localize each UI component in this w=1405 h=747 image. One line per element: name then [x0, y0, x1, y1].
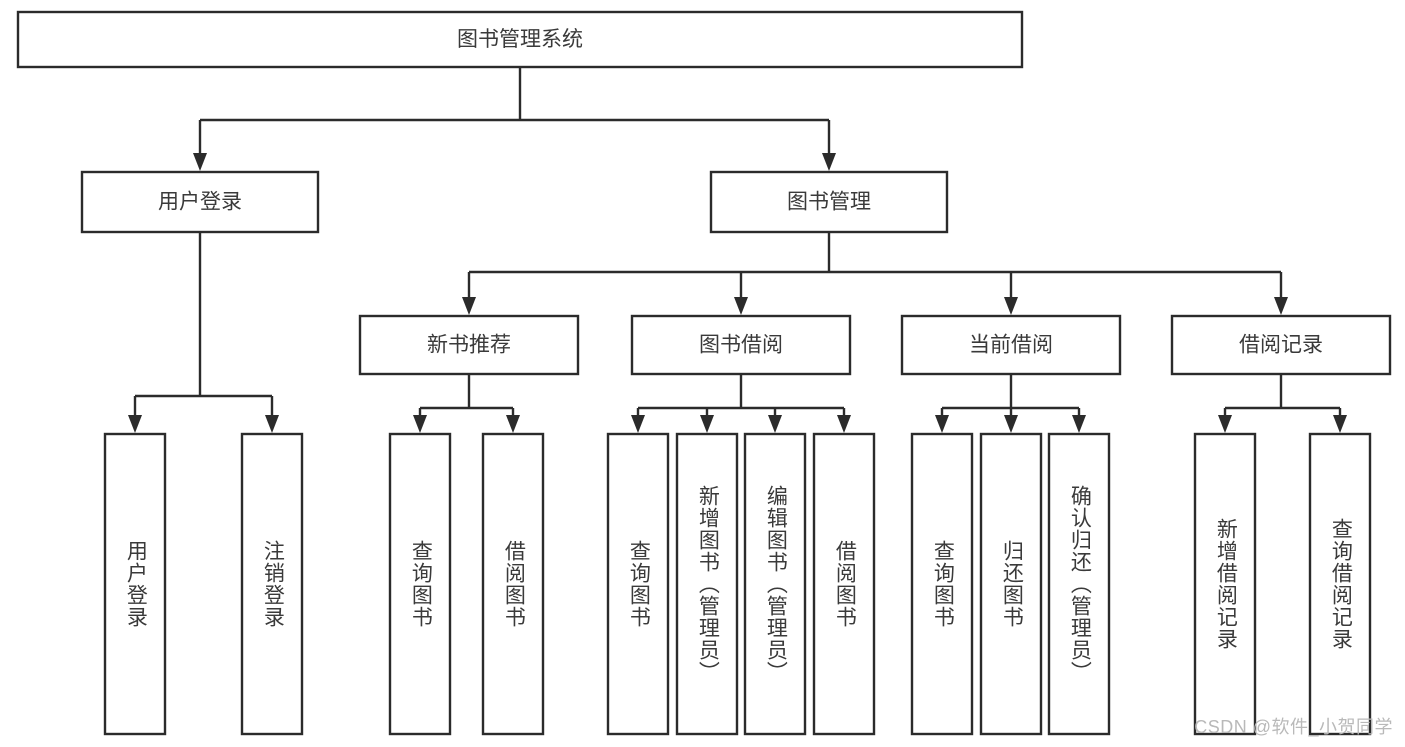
node-box	[900, 314, 1122, 376]
node-box	[1047, 432, 1111, 736]
arrow-head-icon	[1004, 415, 1018, 433]
arrow-head-icon	[128, 415, 142, 433]
node-box	[481, 432, 545, 736]
arrow-head-icon	[413, 415, 427, 433]
node-query-book-1[interactable]	[388, 432, 452, 736]
node-label: 当前借阅	[969, 334, 1053, 357]
node-add-borrow-record[interactable]	[1193, 432, 1257, 736]
node-book-management[interactable]: 图书管理	[709, 170, 949, 234]
node-box	[910, 432, 974, 736]
arrow-head-icon	[1274, 297, 1288, 315]
node-label: 图书管理	[787, 191, 871, 214]
arrow-head-icon	[837, 415, 851, 433]
arrow-head-icon	[935, 415, 949, 433]
node-add-book[interactable]	[675, 432, 739, 736]
node-label: 图书管理系统	[457, 28, 583, 51]
node-borrow-record[interactable]: 借阅记录	[1170, 314, 1392, 376]
node-box	[606, 432, 670, 736]
node-box	[630, 314, 852, 376]
node-confirm-return[interactable]	[1047, 432, 1111, 736]
node-return-book[interactable]	[979, 432, 1043, 736]
node-label: 借阅记录	[1239, 334, 1323, 357]
arrow-head-icon	[1072, 415, 1086, 433]
node-label: 图书借阅	[699, 334, 783, 357]
node-label: 新书推荐	[427, 334, 511, 357]
arrow-head-icon	[768, 415, 782, 433]
arrow-head-icon	[700, 415, 714, 433]
node-box	[812, 432, 876, 736]
arrow-head-icon	[1218, 415, 1232, 433]
node-box	[16, 10, 1024, 69]
node-query-borrow-record[interactable]	[1308, 432, 1372, 736]
node-user-login[interactable]: 用户登录	[80, 170, 320, 234]
arrow-head-icon	[1004, 297, 1018, 315]
watermark-text: CSDN @软件_小贺同学	[1194, 717, 1393, 737]
arrow-head-icon	[506, 415, 520, 433]
node-root[interactable]: 图书管理系统	[16, 10, 1024, 69]
node-label: 用户登录	[158, 191, 242, 214]
arrow-head-icon	[631, 415, 645, 433]
node-box	[358, 314, 580, 376]
node-borrow-book-1[interactable]	[481, 432, 545, 736]
node-login[interactable]	[103, 432, 167, 736]
node-box	[1170, 314, 1392, 376]
arrow-head-icon	[193, 153, 207, 171]
node-edit-book[interactable]	[743, 432, 807, 736]
node-box	[675, 432, 739, 736]
node-box	[103, 432, 167, 736]
node-box	[743, 432, 807, 736]
node-box	[80, 170, 320, 234]
node-box	[388, 432, 452, 736]
node-box	[979, 432, 1043, 736]
node-box	[1193, 432, 1257, 736]
node-box	[1308, 432, 1372, 736]
arrow-head-icon	[462, 297, 476, 315]
node-query-book-2[interactable]	[606, 432, 670, 736]
arrow-head-icon	[1333, 415, 1347, 433]
arrow-head-icon	[734, 297, 748, 315]
node-borrow-book-2[interactable]	[812, 432, 876, 736]
node-new-book-recommend[interactable]: 新书推荐	[358, 314, 580, 376]
arrow-head-icon	[822, 153, 836, 171]
node-box	[240, 432, 304, 736]
node-logout[interactable]	[240, 432, 304, 736]
node-current-borrow[interactable]: 当前借阅	[900, 314, 1122, 376]
node-query-book-3[interactable]	[910, 432, 974, 736]
node-book-borrow[interactable]: 图书借阅	[630, 314, 852, 376]
arrow-head-icon	[265, 415, 279, 433]
